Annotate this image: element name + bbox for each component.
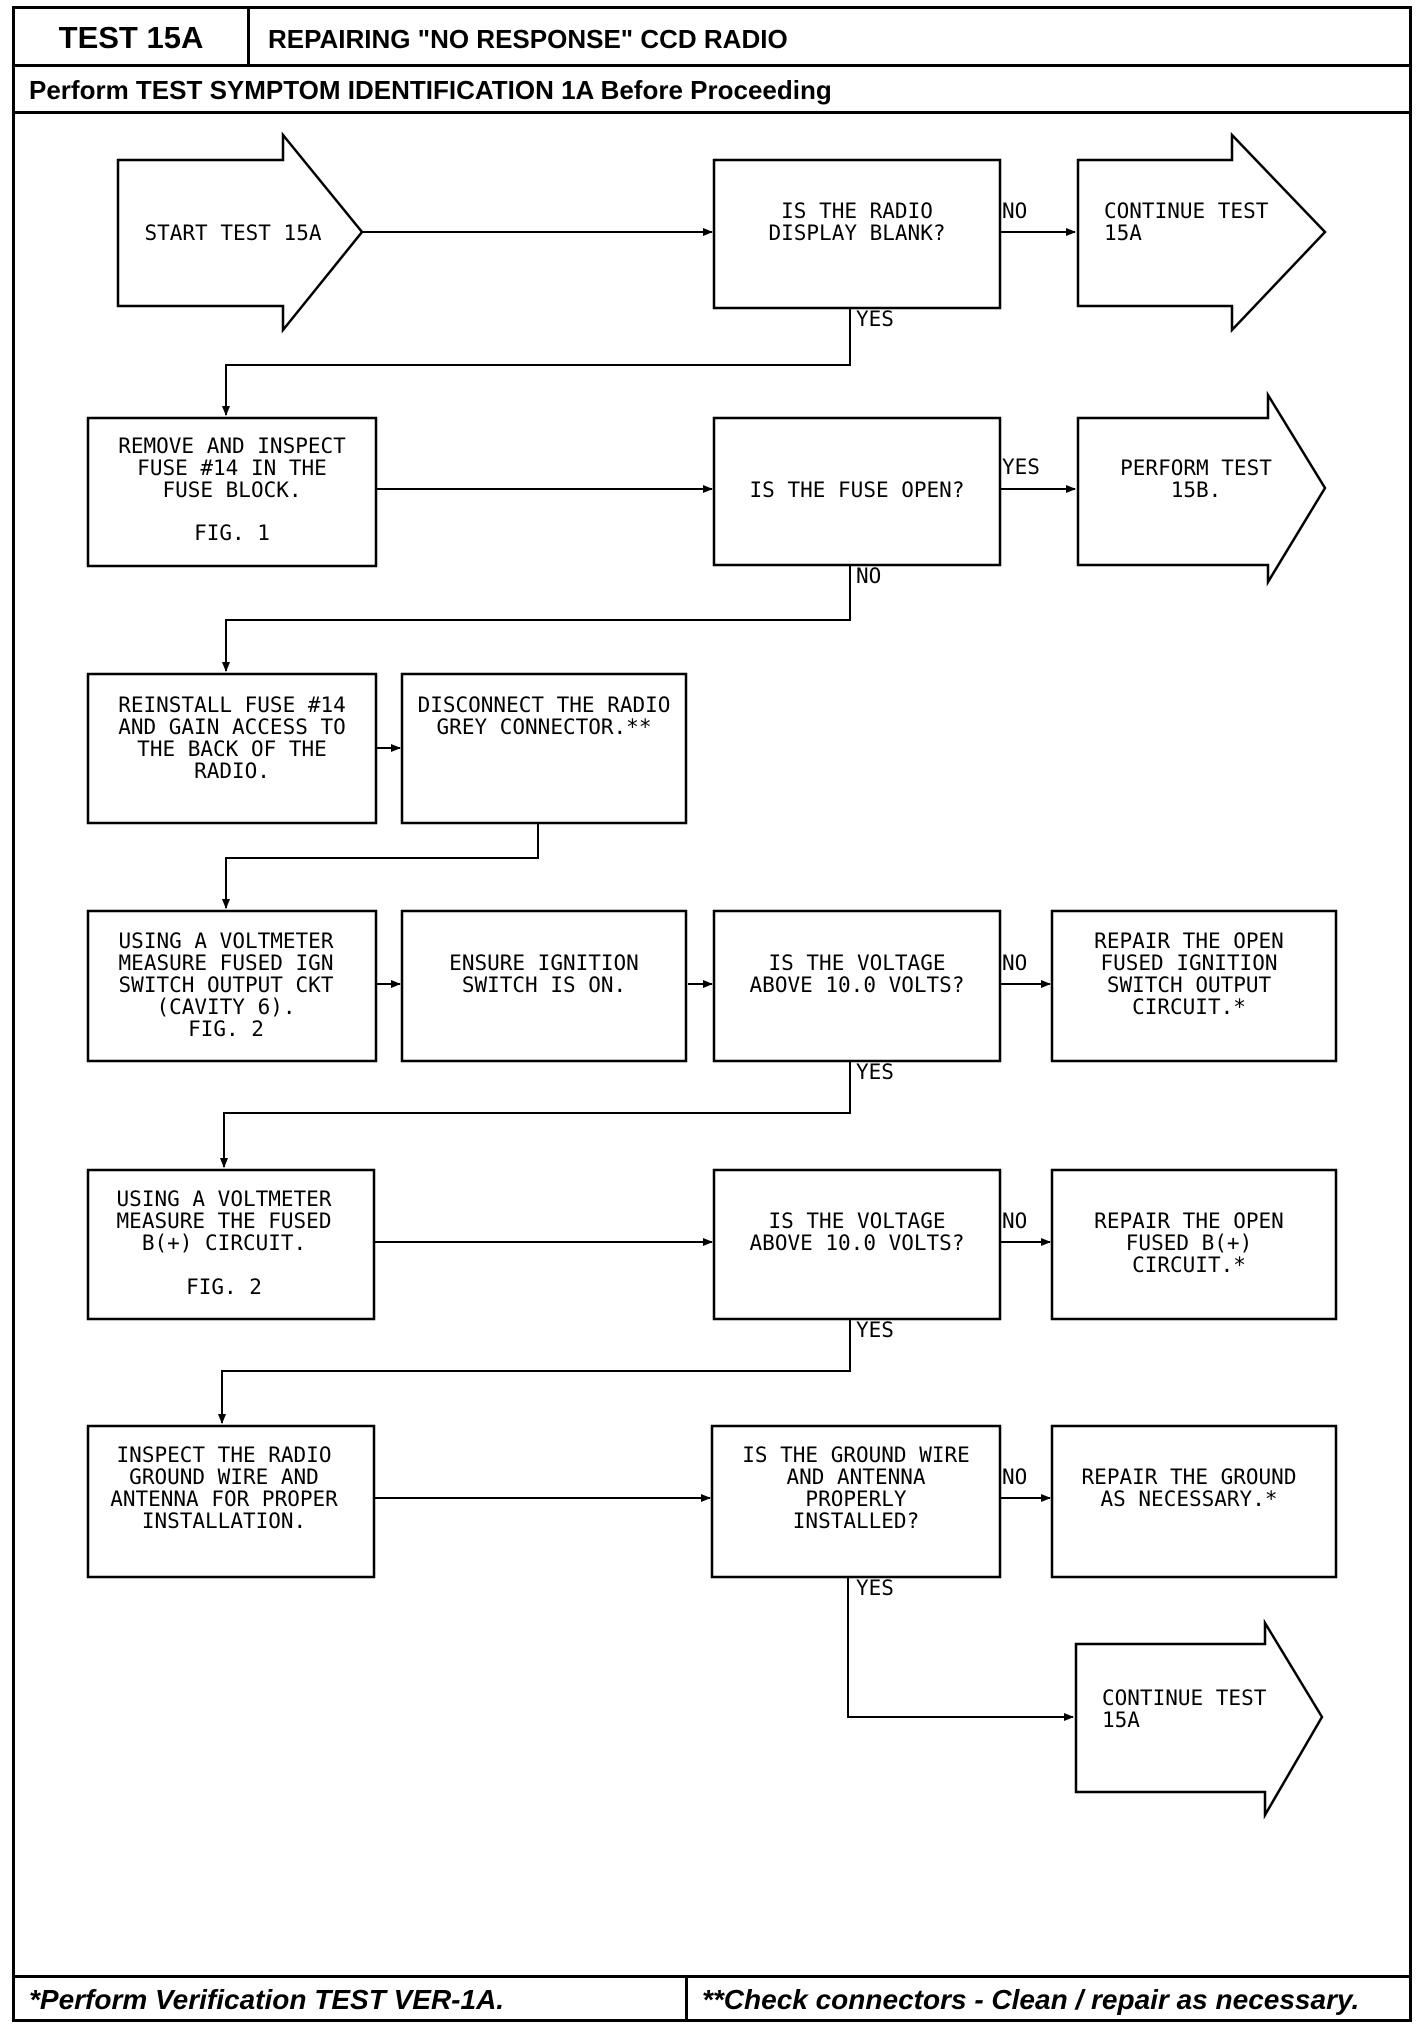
verification-footnote: *Perform Verification TEST VER-1A.: [15, 1975, 688, 2022]
step-repair-ground: REPAIR THE GROUND AS NECESSARY.*: [1050, 1424, 1338, 1579]
step-text: REPAIR THE OPEN: [1094, 929, 1284, 953]
step-inspect-ground: INSPECT THE RADIO GROUND WIRE AND ANTENN…: [86, 1424, 376, 1579]
figure-reference: FIG. 1: [194, 521, 270, 545]
step-text: DISCONNECT THE RADIO: [418, 693, 671, 717]
step-text: B(+) CIRCUIT.: [142, 1231, 306, 1255]
step-text: REINSTALL FUSE #14: [118, 693, 346, 717]
label-yes: YES: [856, 1576, 894, 1600]
step-text: GROUND WIRE AND: [129, 1465, 319, 1489]
connector-q3-yes: [220, 1061, 851, 1168]
decision-voltage-b: IS THE VOLTAGE ABOVE 10.0 VOLTS?: [712, 1168, 1002, 1321]
step-measure-ign: USING A VOLTMETER MEASURE FUSED IGN SWIT…: [86, 909, 378, 1063]
perform-text: 15B.: [1171, 478, 1222, 502]
decision-display-blank: IS THE RADIO DISPLAY BLANK?: [712, 158, 1002, 310]
page-frame: TEST 15A REPAIRING "NO RESPONSE" CCD RAD…: [12, 6, 1412, 2022]
step-text: MEASURE FUSED IGN: [119, 951, 334, 975]
step-text: REMOVE AND INSPECT: [118, 434, 346, 458]
continue-text: 15A: [1102, 1708, 1140, 1732]
decision-text: ABOVE 10.0 VOLTS?: [750, 1231, 965, 1255]
decision-text: IS THE VOLTAGE: [768, 951, 945, 975]
step-text: INSTALLATION.: [142, 1509, 306, 1533]
step-text: GREY CONNECTOR.**: [437, 715, 652, 739]
decision-text: DISPLAY BLANK?: [768, 221, 945, 245]
continue-text: CONTINUE TEST: [1102, 1686, 1267, 1710]
decision-text: ABOVE 10.0 VOLTS?: [750, 973, 965, 997]
step-text: (CAVITY 6).: [156, 995, 295, 1019]
label-no: NO: [1002, 199, 1027, 223]
connector-q1-yes: [222, 308, 851, 416]
connector-q2-no: [222, 565, 851, 672]
decision-text: IS THE RADIO: [781, 199, 933, 223]
step-text: RADIO.: [194, 759, 270, 783]
perform-test-15b-arrow: PERFORM TEST 15B.: [1076, 390, 1327, 587]
step-text: REPAIR THE OPEN: [1094, 1209, 1284, 1233]
step-text: AND GAIN ACCESS TO: [118, 715, 346, 739]
step-text: ANTENNA FOR PROPER: [110, 1487, 338, 1511]
label-yes: YES: [856, 1318, 894, 1342]
decision-voltage-ign: IS THE VOLTAGE ABOVE 10.0 VOLTS?: [712, 909, 1002, 1063]
start-test-arrow: START TEST 15A: [116, 131, 364, 334]
continue-text: 15A: [1104, 221, 1142, 245]
step-text: ENSURE IGNITION: [449, 951, 639, 975]
step-text: USING A VOLTMETER: [119, 929, 334, 953]
test-id: TEST 15A: [15, 9, 250, 67]
figure-reference: FIG. 2: [188, 1017, 264, 1041]
decision-text: PROPERLY: [805, 1487, 907, 1511]
step-ensure-ignition: ENSURE IGNITION SWITCH IS ON.: [400, 909, 688, 1063]
step-text: AS NECESSARY.*: [1100, 1487, 1277, 1511]
step-text: FUSE BLOCK.: [162, 478, 301, 502]
step-disconnect-connector: DISCONNECT THE RADIO GREY CONNECTOR.**: [400, 672, 688, 825]
label-yes: YES: [1002, 455, 1040, 479]
decision-text: IS THE VOLTAGE: [768, 1209, 945, 1233]
continue-test-arrow: CONTINUE TEST 15A: [1074, 1618, 1324, 1820]
step-text: USING A VOLTMETER: [117, 1187, 332, 1211]
decision-ground-installed: IS THE GROUND WIRE AND ANTENNA PROPERLY …: [710, 1424, 1002, 1579]
continue-test-arrow: CONTINUE TEST 15A: [1076, 131, 1327, 334]
decision-text: INSTALLED?: [793, 1509, 919, 1533]
step-text: FUSE #14 IN THE: [137, 456, 327, 480]
test-title: REPAIRING "NO RESPONSE" CCD RADIO: [250, 9, 1409, 67]
start-test-text: START TEST 15A: [144, 221, 321, 245]
step-repair-ign: REPAIR THE OPEN FUSED IGNITION SWITCH OU…: [1050, 909, 1338, 1063]
step-text: FUSED IGNITION: [1100, 951, 1277, 975]
prerequisite-note: Perform TEST SYMPTOM IDENTIFICATION 1A B…: [15, 67, 1409, 114]
label-yes: YES: [856, 307, 894, 331]
decision-text: IS THE GROUND WIRE: [742, 1443, 970, 1467]
decision-text: AND ANTENNA: [786, 1465, 925, 1489]
step-text: CIRCUIT.*: [1132, 995, 1246, 1019]
figure-reference: FIG. 2: [186, 1275, 262, 1299]
branch-labels: NO YES YES NO NO YES NO YES NO YES: [856, 199, 1040, 1600]
decision-text: IS THE FUSE OPEN?: [750, 478, 965, 502]
step-repair-b: REPAIR THE OPEN FUSED B(+) CIRCUIT.*: [1050, 1168, 1338, 1321]
step-text: SWITCH IS ON.: [462, 973, 626, 997]
continue-text: CONTINUE TEST: [1104, 199, 1269, 223]
step-inspect-fuse: REMOVE AND INSPECT FUSE #14 IN THE FUSE …: [86, 416, 378, 568]
connector-q4-yes: [218, 1319, 851, 1424]
step-text: SWITCH OUTPUT CKT: [119, 973, 334, 997]
label-no: NO: [856, 564, 881, 588]
perform-text: PERFORM TEST: [1120, 456, 1272, 480]
step-text: CIRCUIT.*: [1132, 1253, 1246, 1277]
decision-fuse-open: IS THE FUSE OPEN?: [712, 416, 1002, 567]
connectors: [218, 228, 1076, 1721]
label-no: NO: [1002, 1465, 1027, 1489]
connector-footnote: **Check connectors - Clean / repair as n…: [688, 1975, 1409, 2022]
connector-q5-yes: [847, 1577, 1074, 1721]
connector-disconnect-to-measure: [222, 823, 539, 909]
label-no: NO: [1002, 1209, 1027, 1233]
label-no: NO: [1002, 951, 1027, 975]
step-text: THE BACK OF THE: [137, 737, 327, 761]
step-text: INSPECT THE RADIO: [117, 1443, 332, 1467]
label-yes: YES: [856, 1060, 894, 1084]
step-measure-b: USING A VOLTMETER MEASURE THE FUSED B(+)…: [86, 1168, 376, 1321]
step-reinstall-fuse: REINSTALL FUSE #14 AND GAIN ACCESS TO TH…: [86, 672, 378, 825]
step-text: FUSED B(+): [1126, 1231, 1252, 1255]
step-text: MEASURE THE FUSED: [117, 1209, 332, 1233]
step-text: SWITCH OUTPUT: [1107, 973, 1272, 997]
step-text: REPAIR THE GROUND: [1082, 1465, 1297, 1489]
